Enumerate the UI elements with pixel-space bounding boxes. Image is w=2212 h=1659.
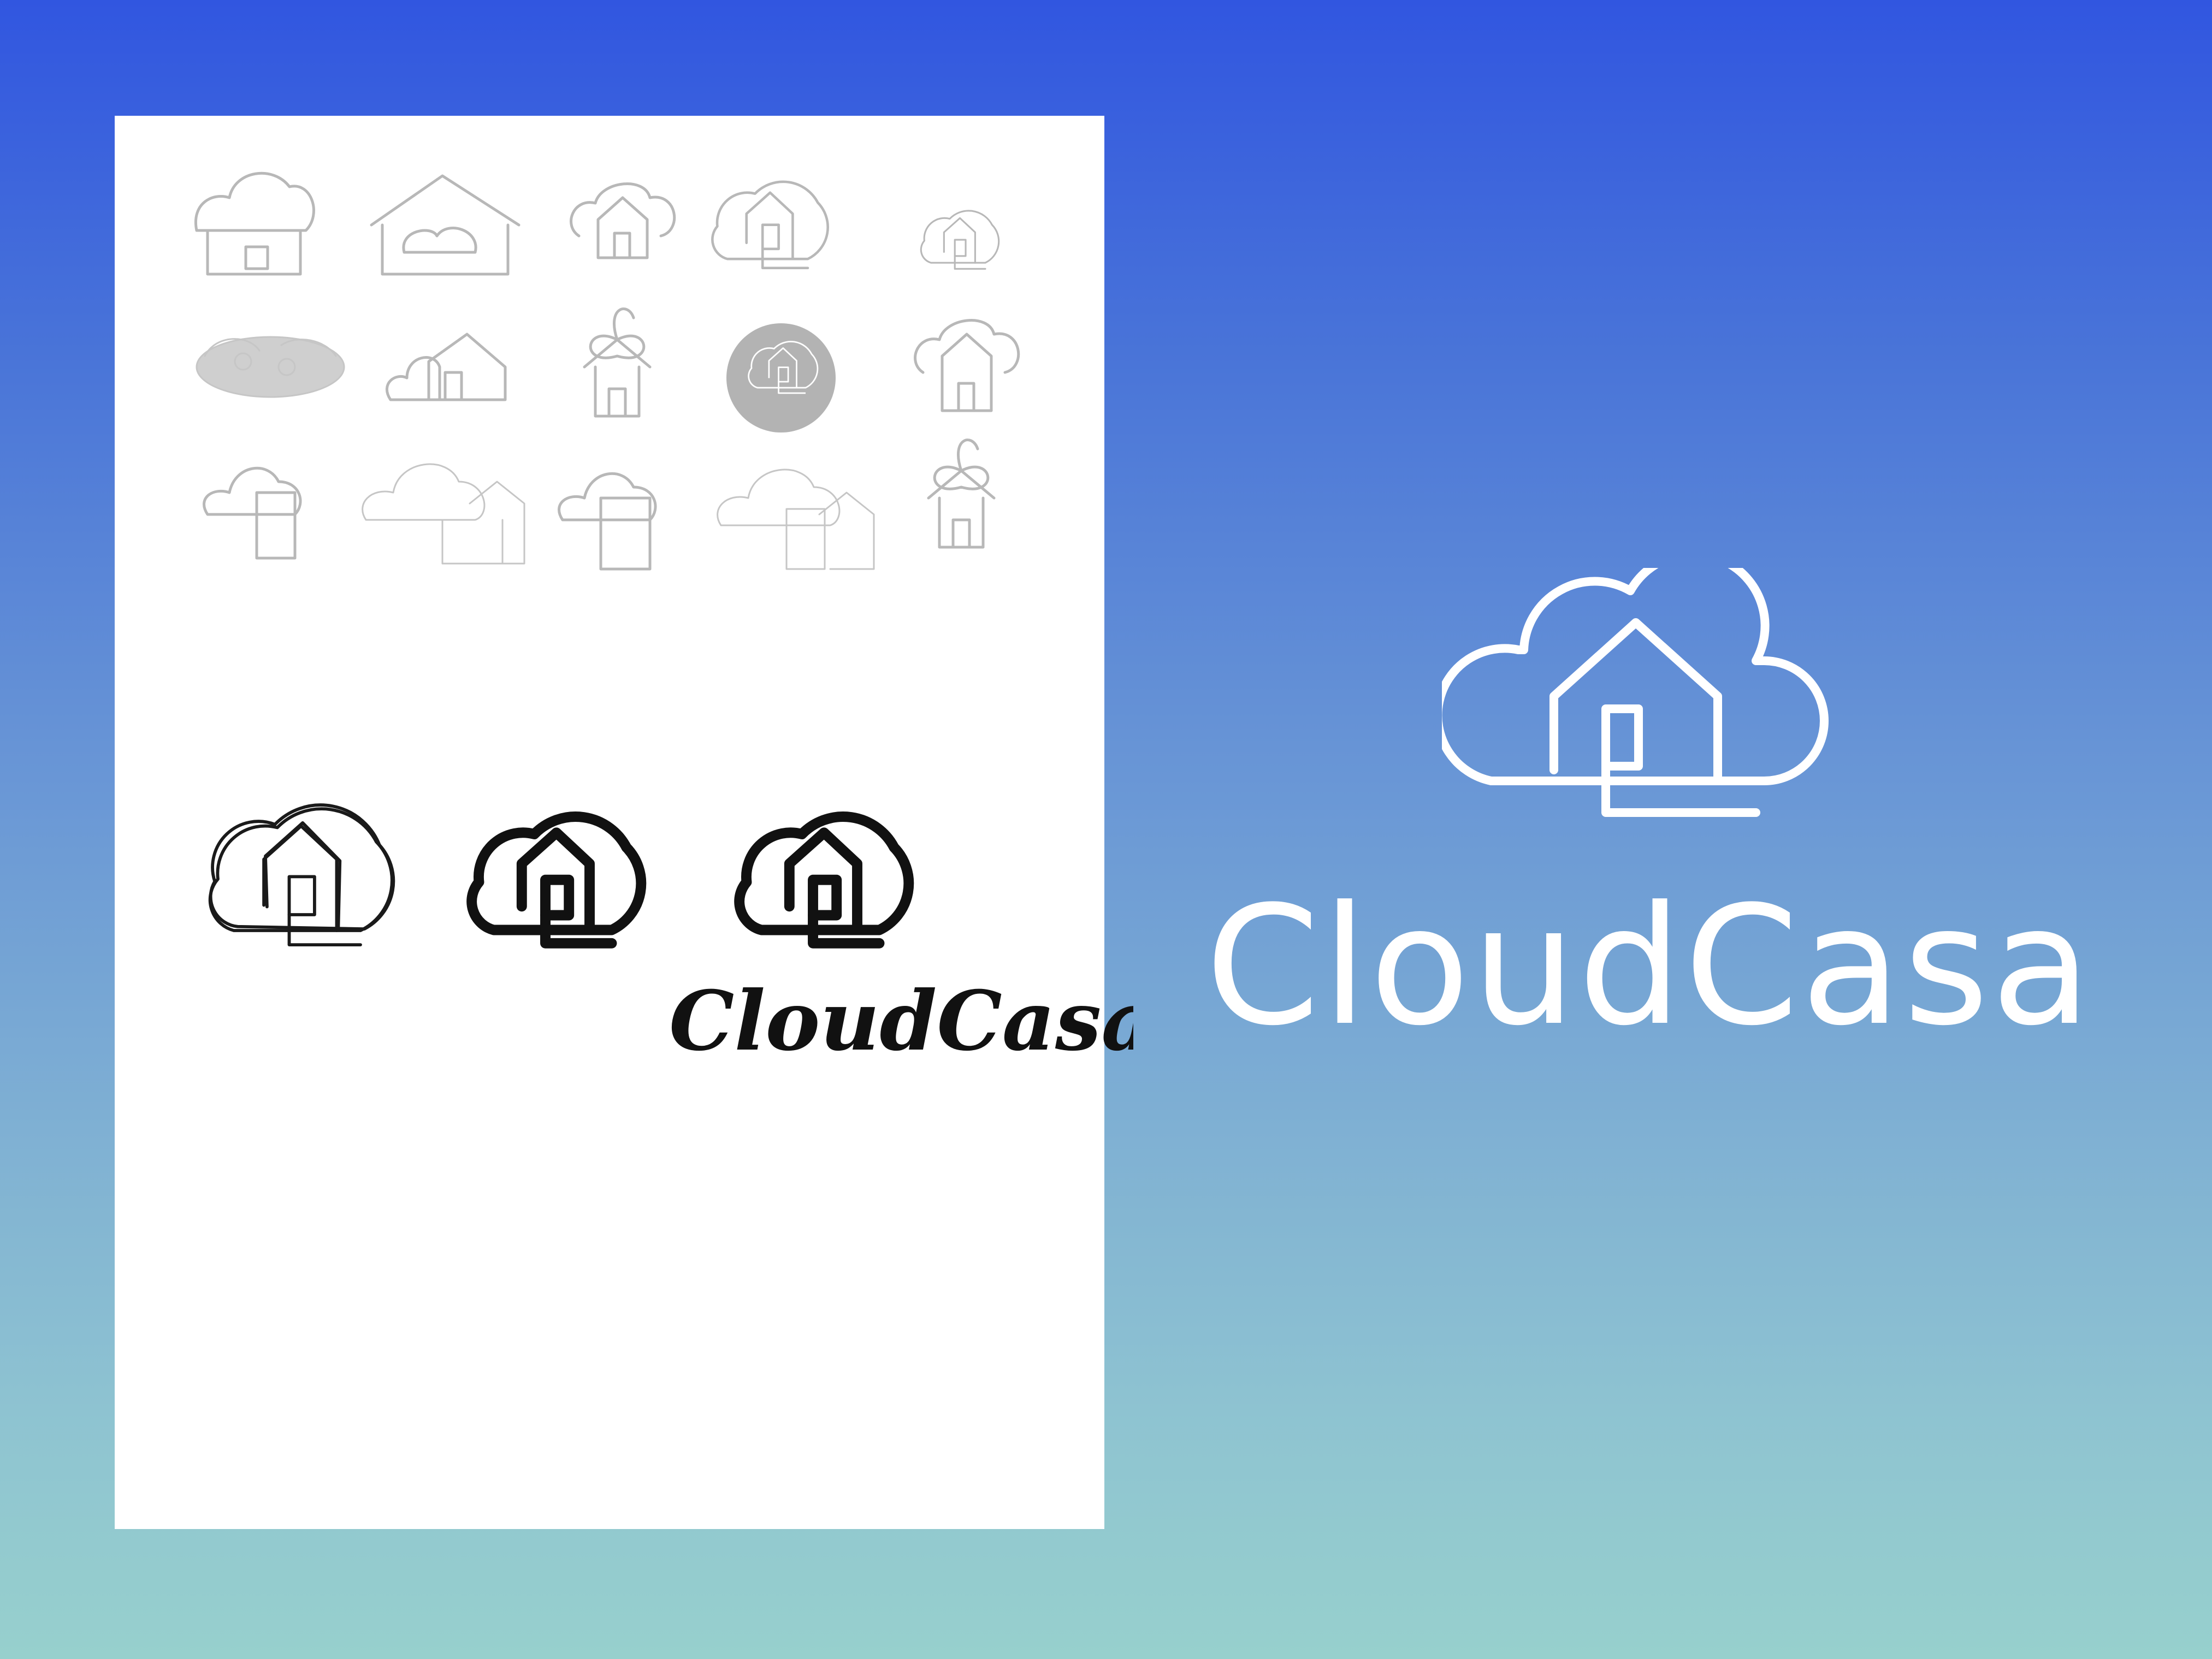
sketch-clover-house-icon-2 (927, 439, 996, 549)
sketch-cloud-house-icon-3 (570, 182, 676, 259)
script-wordmark-text: CloudCasa (669, 973, 1133, 1069)
ink-rough-cloud-house-icon (210, 803, 395, 945)
ink-row (210, 803, 909, 945)
sketch-canvas (194, 171, 1020, 1529)
sketch-cloud-house-icon-4 (712, 182, 827, 268)
sketch-cloud-house-icon-7 (386, 333, 507, 401)
sketch-clover-house-icon (583, 307, 652, 418)
sketch-row-2 (196, 307, 1020, 432)
brand-wordmark: CloudCasa (1205, 871, 2094, 1062)
sketch-cloud-house-icon-5 (920, 210, 1000, 270)
script-wordmark: CloudCasa (669, 973, 1133, 1069)
sketch-roof-cloud-icon (370, 174, 521, 276)
sketch-shaded-cloud-icon (196, 336, 345, 398)
sketch-circle-badge-icon (726, 323, 836, 432)
sketch-cloud-document-icon-1 (203, 466, 302, 560)
sketch-cloud-house-icon-14 (717, 469, 875, 570)
cloud-house-icon (1442, 568, 1829, 817)
ink-cloud-house-icon-2 (740, 817, 909, 944)
sketch-cloud-over-house-icon (194, 171, 315, 276)
sketch-sheet: CloudCasa (115, 116, 1133, 1529)
sketch-cloud-house-icon-12 (362, 463, 525, 565)
sketch-cloud-document-icon-2 (558, 472, 657, 571)
sketch-row-1 (194, 171, 1000, 276)
sketch-cloud-house-icon-10 (914, 319, 1020, 412)
ink-cloud-house-icon-1 (472, 817, 641, 944)
sketch-row-3 (203, 439, 996, 571)
